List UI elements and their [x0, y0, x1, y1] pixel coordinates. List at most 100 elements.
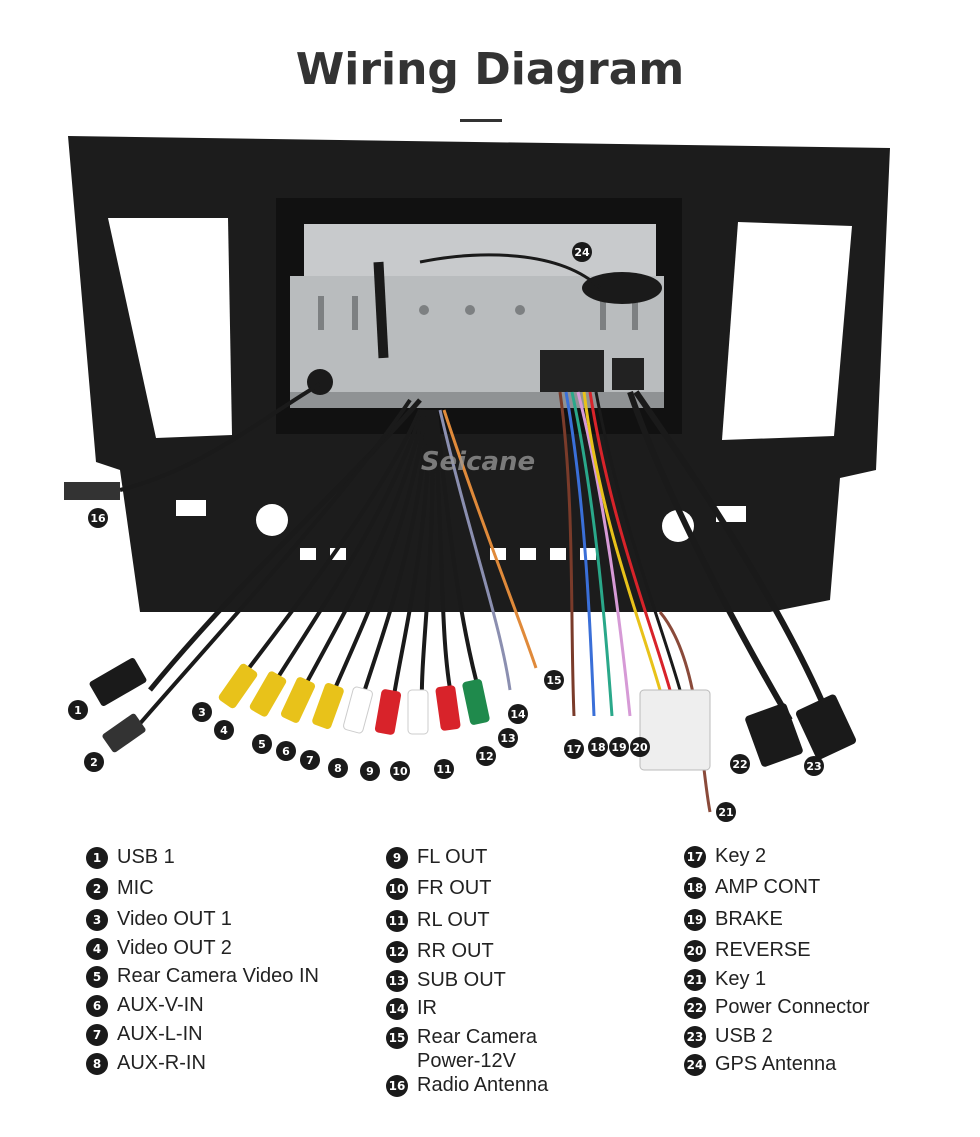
callout-14: 14 [508, 704, 528, 724]
callout-15: 15 [544, 670, 564, 690]
legend-number: 5 [86, 966, 108, 988]
legend-label: AUX-R-IN [117, 1052, 206, 1074]
callout-13: 13 [498, 728, 518, 748]
page-title: Wiring Diagram [295, 44, 685, 95]
legend-label: Video OUT 2 [117, 937, 232, 959]
legend-number: 4 [86, 938, 108, 960]
legend-item: 4 Video OUT 2 [86, 936, 232, 960]
callout-12: 12 [476, 746, 496, 766]
legend-label-line1: Rear Camera [417, 1026, 538, 1048]
right-vent-opening [722, 222, 852, 440]
legend-number: 8 [86, 1053, 108, 1075]
vent-slot [520, 548, 536, 560]
legend-label: RR OUT [417, 940, 494, 962]
legend-label: GPS Antenna [715, 1053, 837, 1075]
legend-number: 20 [684, 940, 706, 962]
callout-23: 23 [804, 756, 824, 776]
aux-socket [612, 358, 644, 390]
legend-label: AUX-V-IN [117, 994, 204, 1016]
usb2-plug-a [745, 703, 803, 767]
legend-item: 24 GPS Antenna [684, 1052, 836, 1076]
left-vent-opening [108, 218, 232, 438]
callout-19: 19 [609, 737, 629, 757]
legend-label: Rear Camera Video IN [117, 965, 319, 987]
legend-number: 13 [386, 970, 408, 992]
legend-label: IR [417, 997, 437, 1019]
legend-number: 6 [86, 995, 108, 1017]
legend-item: 8 AUX-R-IN [86, 1051, 206, 1075]
legend-item: 20 REVERSE [684, 938, 811, 962]
power-socket [540, 350, 604, 392]
power-connector-plug [639, 689, 711, 771]
legend-number: 2 [86, 878, 108, 900]
callout-7: 7 [300, 750, 320, 770]
legend-number: 9 [386, 847, 408, 869]
legend-number: 19 [684, 909, 706, 931]
legend-label: AMP CONT [715, 876, 821, 898]
legend-number: 18 [684, 877, 706, 899]
title-underline [460, 119, 502, 122]
legend-label: Radio Antenna [417, 1074, 549, 1096]
legend-item: 1 USB 1 [86, 845, 175, 869]
legend-label-line2: Power-12V [417, 1050, 516, 1072]
callout-2: 2 [84, 752, 104, 772]
legend-label: Key 2 [715, 845, 767, 867]
callout-21: 21 [716, 802, 736, 822]
legend-item: 16 Radio Antenna [386, 1073, 548, 1097]
usb2-plug-b [795, 694, 857, 760]
power-harness [558, 390, 833, 813]
legend-number: 17 [684, 846, 706, 868]
legend-number: 11 [386, 910, 408, 932]
legend-label: FR OUT [417, 877, 492, 899]
callout-1: 1 [68, 700, 88, 720]
legend-item: 5 Rear Camera Video IN [86, 964, 319, 988]
legend-number: 24 [684, 1054, 706, 1076]
vent-slot [580, 548, 596, 560]
mount-slot [176, 500, 206, 516]
legend-label: SUB OUT [417, 969, 506, 991]
callout-18: 18 [588, 737, 608, 757]
legend-item: 9 FL OUT [386, 845, 487, 869]
legend-label: REVERSE [715, 939, 811, 961]
legend-number: 10 [386, 878, 408, 900]
legend-number: 15 [386, 1027, 408, 1049]
wifi-antenna [373, 261, 389, 359]
legend-label: FL OUT [417, 846, 488, 868]
legend-label: Key 1 [715, 968, 767, 990]
legend-item: 19 BRAKE [684, 907, 783, 931]
legend-number: 21 [684, 969, 706, 991]
legend-item: 17 Key 2 [684, 844, 766, 868]
legend-label: USB 1 [117, 846, 175, 868]
callout-8: 8 [328, 758, 348, 778]
callout-24: 24 [572, 242, 592, 262]
head-unit-illustration: Seicane [64, 136, 890, 813]
legend-number: 7 [86, 1024, 108, 1046]
legend-item: 14 IR [386, 996, 437, 1020]
mic-plug [102, 713, 146, 753]
callout-9: 9 [360, 761, 380, 781]
legend-item: 18 AMP CONT [684, 875, 820, 899]
chassis-shadow [290, 392, 664, 408]
legend-item: 6 AUX-V-IN [86, 993, 204, 1017]
legend-item: 13 SUB OUT [386, 968, 506, 992]
vent-slot [300, 548, 316, 560]
radio-antenna-plug [64, 482, 120, 500]
legend-label: Power Connector [715, 996, 870, 1018]
callout-17: 17 [564, 739, 584, 759]
rca-plugs [218, 663, 490, 735]
legend-number: 16 [386, 1075, 408, 1097]
legend-label: BRAKE [715, 908, 783, 930]
callout-11: 11 [434, 759, 454, 779]
callout-10: 10 [390, 761, 410, 781]
legend-item: 10 FR OUT [386, 876, 491, 900]
legend-number: 14 [386, 998, 408, 1020]
mount-hole [256, 504, 288, 536]
legend-number: 1 [86, 847, 108, 869]
